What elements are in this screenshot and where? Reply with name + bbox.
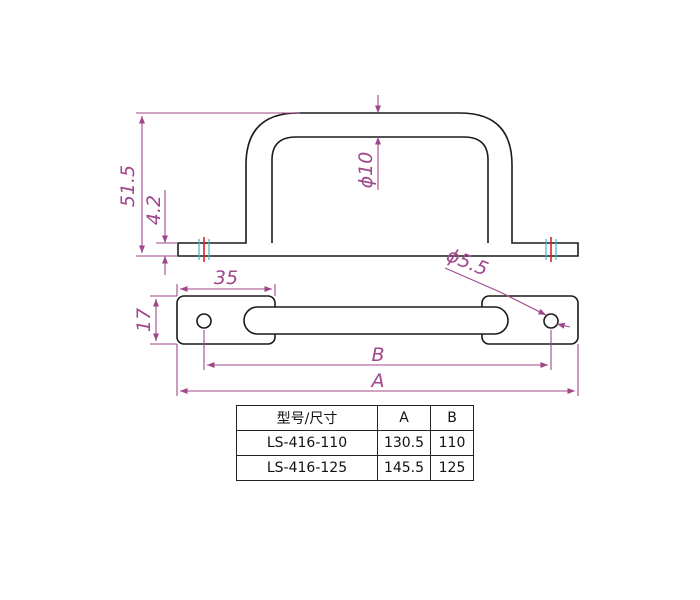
cell-b: 125 (430, 455, 474, 481)
cell-model: LS-416-125 (236, 455, 378, 481)
dim-hole-diameter: ϕ5.5 (443, 244, 491, 280)
dim-plate-thickness: 4.2 (143, 195, 165, 225)
header-b: B (430, 405, 474, 431)
dim-overall-length: A (370, 370, 385, 392)
table-row: LS-416-125 145.5 125 (236, 455, 474, 481)
cell-a: 145.5 (377, 455, 431, 481)
grip-bar (243, 306, 509, 335)
header-model-size: 型号/尺寸 (236, 405, 378, 431)
dim-bar-diameter: ϕ10 (355, 152, 377, 189)
spec-table: 型号/尺寸 A B LS-416-110 130.5 110 LS-416-12… (236, 405, 474, 481)
side-dimensions (136, 95, 382, 275)
handle-outer-outline (177, 112, 579, 257)
top-view (176, 295, 579, 345)
cell-a: 130.5 (377, 430, 431, 456)
left-hole (196, 313, 212, 329)
cell-b: 110 (430, 430, 474, 456)
table-header-row: 型号/尺寸 A B (236, 405, 474, 431)
table-row: LS-416-110 130.5 110 (236, 430, 474, 456)
dim-plate-width: 17 (133, 308, 155, 332)
handle-inner-outline (271, 136, 489, 243)
dim-plate-length: 35 (214, 267, 238, 289)
dim-height-total: 51.5 (117, 165, 139, 207)
right-hole (543, 313, 559, 329)
header-a: A (377, 405, 431, 431)
cell-model: LS-416-110 (236, 430, 378, 456)
top-dimensions (150, 267, 579, 396)
dim-hole-pitch: B (371, 344, 384, 366)
